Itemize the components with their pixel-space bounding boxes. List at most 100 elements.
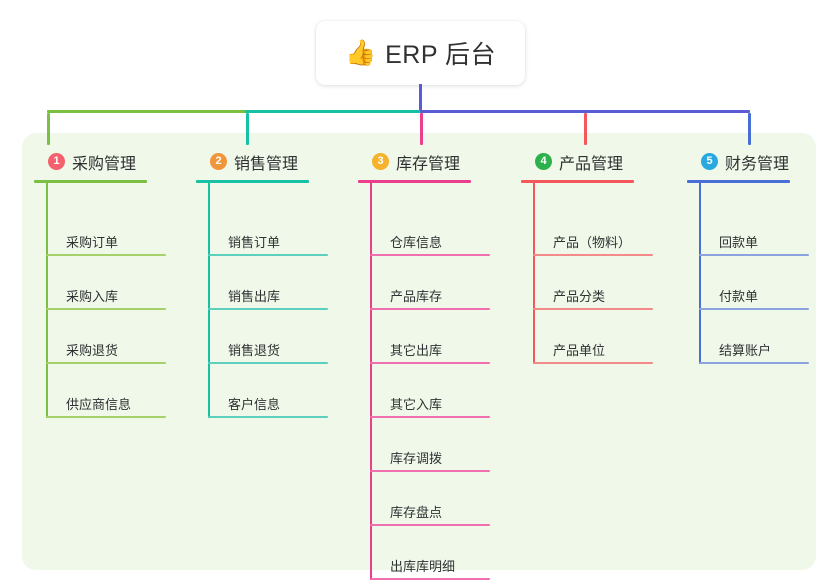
column-body-3: 仓库信息产品库存其它出库其它入库库存调拨库存盘点出库库明细: [358, 183, 508, 586]
root-title: ERP 后台: [385, 41, 497, 69]
column-3: 3 库存管理仓库信息产品库存其它出库其它入库库存调拨库存盘点出库库明细: [358, 145, 508, 586]
thumbs-up-icon: 👍: [344, 38, 377, 67]
connector-stub-5: [748, 113, 751, 145]
column-5: 5 财务管理回款单付款单结算账户: [687, 145, 827, 370]
list-item[interactable]: 供应商信息: [46, 388, 166, 418]
list-item-label: 采购入库: [66, 289, 119, 304]
list-item-label: 其它出库: [390, 343, 443, 358]
list-item-rule: [699, 362, 809, 364]
column-title-3: 库存管理: [396, 155, 461, 173]
column-rule-4: [521, 180, 634, 183]
column-badge-2: 2: [210, 153, 227, 170]
list-item-label: 销售出库: [228, 289, 281, 304]
list-item-label: 其它入库: [390, 397, 443, 412]
column-rule-5: [687, 180, 790, 183]
list-item-label: 产品分类: [553, 289, 606, 304]
list-item-rule: [370, 308, 490, 310]
list-item[interactable]: 产品库存: [370, 280, 490, 310]
root-trunk-connector: [419, 84, 422, 111]
list-item[interactable]: 回款单: [699, 226, 809, 256]
list-item-label: 采购订单: [66, 235, 119, 250]
root-node[interactable]: 👍 ERP 后台: [316, 21, 525, 85]
list-item-label: 出库库明细: [390, 559, 456, 574]
list-item-label: 结算账户: [719, 343, 772, 358]
column-badge-4: 4: [535, 153, 552, 170]
column-trunk-5: [699, 183, 701, 364]
connector-stub-2: [246, 113, 249, 145]
list-item[interactable]: 出库库明细: [370, 550, 490, 580]
list-item-rule: [699, 254, 809, 256]
list-item-rule: [46, 254, 166, 256]
list-item[interactable]: 产品分类: [533, 280, 653, 310]
connector-stub-3: [420, 113, 423, 145]
connector-stub-4: [584, 113, 587, 145]
list-item[interactable]: 库存调拨: [370, 442, 490, 472]
column-trunk-3: [370, 183, 372, 580]
list-item[interactable]: 库存盘点: [370, 496, 490, 526]
list-item-label: 仓库信息: [390, 235, 443, 250]
connector-stub-1: [47, 113, 50, 145]
list-item-label: 供应商信息: [66, 397, 132, 412]
column-badge-5: 5: [701, 153, 718, 170]
list-item[interactable]: 销售订单: [208, 226, 328, 256]
column-rule-3: [358, 180, 471, 183]
column-body-1: 采购订单采购入库采购退货供应商信息: [34, 183, 184, 424]
list-item-label: 销售退货: [228, 343, 281, 358]
list-item-rule: [370, 254, 490, 256]
list-item-rule: [46, 416, 166, 418]
column-badge-1: 1: [48, 153, 65, 170]
connector-bar-2: [245, 110, 422, 113]
connector-bar-1: [47, 110, 247, 113]
list-item[interactable]: 销售退货: [208, 334, 328, 364]
list-item[interactable]: 产品单位: [533, 334, 653, 364]
list-item[interactable]: 付款单: [699, 280, 809, 310]
list-item-label: 库存调拨: [390, 451, 443, 466]
list-item-label: 库存盘点: [390, 505, 443, 520]
column-header-4[interactable]: 4 产品管理: [521, 145, 671, 178]
connector-bar-3: [420, 110, 750, 113]
list-item-rule: [370, 470, 490, 472]
column-body-4: 产品（物料） 产品分类产品单位: [521, 183, 671, 370]
list-item-rule: [370, 362, 490, 364]
column-trunk-2: [208, 183, 210, 418]
column-body-2: 销售订单销售出库销售退货客户信息: [196, 183, 346, 424]
list-item-label: 采购退货: [66, 343, 119, 358]
list-item[interactable]: 客户信息: [208, 388, 328, 418]
list-item[interactable]: 采购入库: [46, 280, 166, 310]
list-item-rule: [208, 308, 328, 310]
list-item-rule: [533, 254, 653, 256]
column-badge-3: 3: [372, 153, 389, 170]
column-rule-1: [34, 180, 147, 183]
column-title-4: 产品管理: [559, 155, 624, 173]
list-item[interactable]: 采购订单: [46, 226, 166, 256]
list-item-label: 付款单: [719, 289, 759, 304]
column-header-5[interactable]: 5 财务管理: [687, 145, 827, 178]
list-item[interactable]: 产品（物料）: [533, 226, 653, 256]
list-item[interactable]: 其它入库: [370, 388, 490, 418]
list-item-rule: [370, 524, 490, 526]
list-item-rule: [533, 308, 653, 310]
list-item-label: 客户信息: [228, 397, 281, 412]
list-item[interactable]: 其它出库: [370, 334, 490, 364]
list-item[interactable]: 采购退货: [46, 334, 166, 364]
list-item[interactable]: 销售出库: [208, 280, 328, 310]
list-item-rule: [46, 362, 166, 364]
list-item-rule: [208, 254, 328, 256]
list-item-rule: [370, 578, 490, 580]
list-item[interactable]: 结算账户: [699, 334, 809, 364]
list-item-label: 产品库存: [390, 289, 443, 304]
column-rule-2: [196, 180, 309, 183]
column-title-5: 财务管理: [725, 155, 790, 173]
diagram-panel: [22, 133, 816, 570]
column-trunk-1: [46, 183, 48, 418]
list-item-label: 回款单: [719, 235, 759, 250]
list-item-label: 产品单位: [553, 343, 606, 358]
list-item-label: 产品（物料）: [553, 235, 632, 250]
column-header-3[interactable]: 3 库存管理: [358, 145, 508, 178]
list-item[interactable]: 仓库信息: [370, 226, 490, 256]
